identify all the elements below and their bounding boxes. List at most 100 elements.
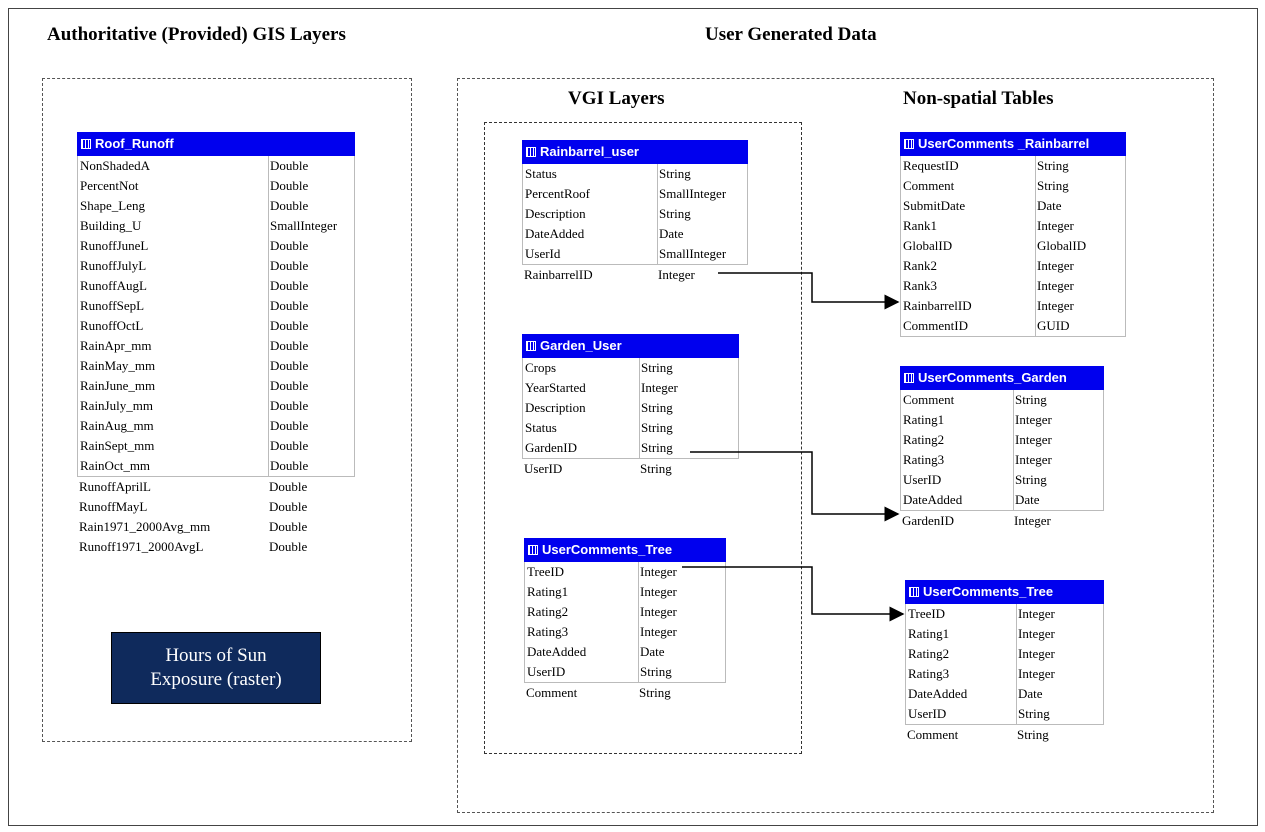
field-type: Integer: [640, 584, 677, 599]
field-name: UserID: [903, 472, 942, 487]
authoritative-layers-group: [42, 78, 412, 742]
field-name: Comment: [903, 178, 955, 193]
table-extra-fields: Comment String: [524, 683, 726, 703]
field-type: Double: [269, 499, 308, 514]
table-row: GardenID Integer: [900, 511, 1104, 531]
table-icon: [904, 139, 914, 149]
field-type: Integer: [640, 564, 677, 579]
field-type: String: [1018, 706, 1050, 721]
field-name: RequestID: [903, 158, 959, 173]
field-name: Rating1: [903, 412, 945, 427]
field-type: Integer: [1018, 646, 1055, 661]
table-extra-fields: Comment String: [905, 725, 1104, 745]
field-type: Double: [270, 458, 309, 473]
field-name: Comment: [903, 392, 955, 407]
diagram-frame: [8, 8, 1258, 826]
field-name: YearStarted: [525, 380, 586, 395]
table-row: Comment String: [905, 725, 1104, 745]
table-row: UserID String: [525, 662, 725, 682]
field-name: UserID: [524, 461, 563, 476]
field-name: Comment: [526, 685, 578, 700]
field-name: RainSept_mm: [80, 438, 155, 453]
field-name: Description: [525, 400, 586, 415]
field-type: Integer: [641, 380, 678, 395]
field-name: Rating1: [527, 584, 569, 599]
table-icon: [526, 341, 536, 351]
field-name: Rating3: [903, 452, 945, 467]
heading-user-generated: User Generated Data: [705, 24, 877, 45]
field-type: Date: [1037, 198, 1062, 213]
field-name: Rating2: [527, 604, 569, 619]
field-type: Double: [270, 158, 309, 173]
field-name: GardenID: [525, 440, 577, 455]
field-type: Double: [270, 378, 309, 393]
field-type: String: [1017, 727, 1049, 742]
field-type: Double: [270, 318, 309, 333]
table-extra-fields: GardenID Integer: [900, 511, 1104, 531]
field-name: Description: [525, 206, 586, 221]
field-name: GlobalID: [903, 238, 953, 253]
field-type: Double: [270, 198, 309, 213]
field-name: RunoffAugL: [80, 278, 147, 293]
field-name: Comment: [907, 727, 959, 742]
field-name: UserID: [527, 664, 566, 679]
field-type: Double: [270, 238, 309, 253]
table-header: UserComments_Tree: [905, 580, 1104, 604]
field-type: String: [1015, 472, 1047, 487]
field-type: Integer: [640, 624, 677, 639]
field-type: Date: [640, 644, 665, 659]
vgi-layers-group: [484, 122, 802, 754]
field-name: Runoff1971_2000AvgL: [79, 539, 204, 554]
table-header: Garden_User: [522, 334, 739, 358]
field-name: CommentID: [903, 318, 968, 333]
field-name: GardenID: [902, 513, 954, 528]
heading-non-spatial-tables: Non-spatial Tables: [903, 88, 1054, 109]
field-type: Integer: [1014, 513, 1051, 528]
field-type: Integer: [1015, 452, 1052, 467]
field-type: String: [640, 664, 672, 679]
field-type: String: [639, 685, 671, 700]
table-title: UserComments _Rainbarrel: [918, 136, 1090, 151]
field-type: Double: [270, 258, 309, 273]
field-type: GlobalID: [1037, 238, 1087, 253]
field-name: Status: [525, 166, 557, 181]
